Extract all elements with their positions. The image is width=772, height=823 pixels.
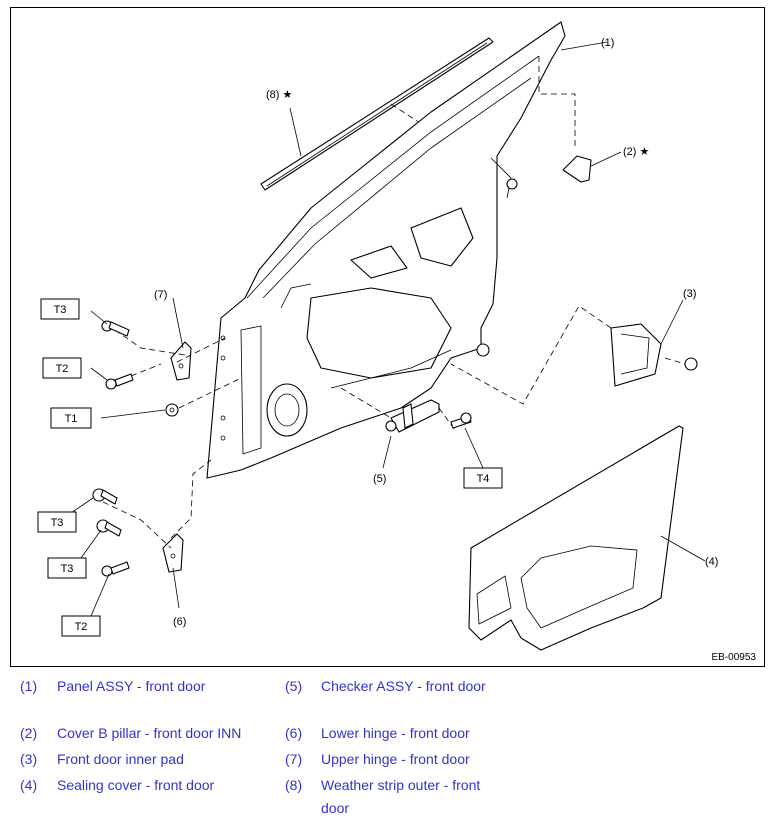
torque-text: T2 [75,621,88,633]
legend-number: (4) [20,777,38,793]
cover-b-pillar [562,155,592,183]
legend-text: Lower hinge - front door [321,725,470,741]
torque-label-t3-a [40,298,80,320]
legend-number: (6) [285,725,303,741]
callout-7: (7) [154,289,167,301]
torque-text: T3 [51,517,64,529]
torque-label-t3-b [37,511,77,533]
legend-number: (1) [20,678,38,694]
upper-hinge [170,341,192,381]
clip [684,357,698,371]
nut-t1 [165,403,179,417]
lower-hinge [162,533,184,573]
bolt-t4 [450,412,472,429]
legend-text: Cover B pillar - front door INN [57,725,242,741]
callout-1: (1) [601,37,614,49]
torque-text: T3 [54,304,67,316]
torque-label-t1 [50,407,92,429]
legend-text: Panel ASSY - front door [57,678,206,694]
bolt-t3-lower-1 [92,488,118,505]
callout-3: (3) [683,288,696,300]
callout-8: (8) ★ [266,89,293,101]
weather-strip-outer [260,37,494,191]
parts-diagram: T3 T2 T1 T3 T3 T2 T4 (1) (2) ★ (3) (4) (… [10,7,765,667]
front-door-inner-pad [610,323,662,387]
legend-text: Checker ASSY - front door [321,678,486,694]
legend-text: Front door inner pad [57,751,184,767]
callout-2: (2) ★ [623,146,650,158]
callout-6: (6) [173,616,186,628]
bolt-t2-upper [105,373,134,390]
clip-2 [476,343,490,357]
legend-text: Upper hinge - front door [321,751,470,767]
sealing-cover [468,425,684,651]
torque-text: T3 [61,563,74,575]
torque-label-t2-a [42,357,82,379]
torque-label-t2-b [61,615,101,637]
legend-number: (7) [285,751,303,767]
exploded-door-drawing: T3 T2 T1 T3 T3 T2 T4 (1) (2) ★ (3) (4) (… [37,21,718,651]
legend-text: Weather strip outer - front door [321,777,481,816]
torque-text: T2 [56,363,69,375]
legend-number: (8) [285,777,303,793]
front-door-panel [206,21,566,479]
legend-number: (2) [20,725,38,741]
legend-text: Sealing cover - front door [57,777,215,793]
figure-code: EB-00953 [711,652,756,663]
grommet [506,178,518,190]
callout-4: (4) [705,556,718,568]
bolt-t3-lower-2 [96,519,122,537]
bolt-t2-lower [101,561,130,577]
torque-text: T1 [65,413,78,425]
legend-number: (3) [20,751,38,767]
torque-label-t3-c [47,557,87,579]
torque-label-t4 [463,467,503,489]
callout-5: (5) [373,473,386,485]
legend-number: (5) [285,678,303,694]
bolt-t3-upper [101,320,130,337]
torque-text: T4 [477,473,490,485]
